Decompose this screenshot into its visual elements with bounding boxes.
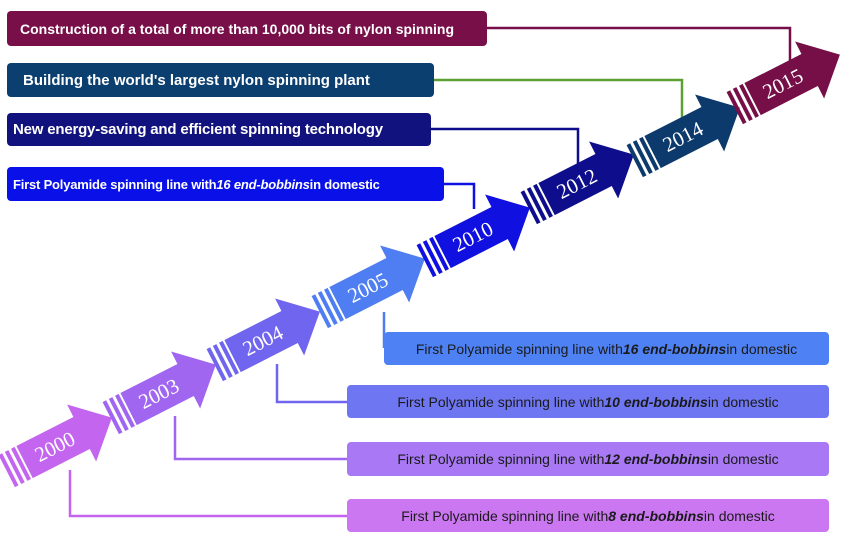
arrow-shape [329, 245, 425, 320]
milestone-text: Construction of a total of more than 10,… [20, 20, 455, 37]
arrow-stripe [639, 136, 659, 171]
milestone-text-before: First Polyamide spinning line with [13, 176, 217, 192]
milestone-text-after: in domestic [309, 176, 380, 192]
milestone-emphasis: 16 end-bobbins [622, 340, 727, 357]
connector-2000 [68, 470, 347, 518]
arrow-stripe [324, 287, 344, 322]
milestone-text-before: First Polyamide spinning line with [401, 507, 609, 524]
arrow-stripe [526, 187, 547, 222]
milestone-text-after: in domestic [703, 507, 775, 524]
milestone-text-after: in domestic [707, 393, 779, 410]
arrow-stripe [4, 450, 25, 485]
arrow-shape [120, 351, 216, 426]
milestone-emphasis: 16 end-bobbins [216, 176, 310, 192]
arrow-stripe [520, 190, 541, 225]
milestone-text: New energy-saving and efficient spinning… [13, 121, 383, 138]
connector-lines [68, 26, 792, 518]
milestone-text-before: First Polyamide spinning line with [415, 340, 623, 357]
arrow-stripe [739, 83, 759, 118]
arrow-stripe [212, 344, 233, 379]
milestone-emphasis: 8 end-bobbins [608, 507, 704, 524]
milestone-label-2005: First Polyamide spinning line with 16 en… [384, 332, 829, 365]
arrow-shape [644, 94, 740, 169]
milestone-text-before: First Polyamide spinning line with [397, 451, 605, 467]
connector-2003 [173, 416, 347, 461]
arrow-stripe [0, 453, 19, 488]
arrow-stripe [115, 393, 135, 428]
arrow-stripe [11, 446, 31, 481]
arrow-shape [744, 41, 840, 116]
arrow-2000: 2000 [0, 404, 112, 488]
arrow-stripe [416, 243, 437, 278]
milestone-emphasis: 10 end-bobbins [604, 393, 708, 410]
connector-2014 [434, 78, 684, 122]
connector-2012 [431, 127, 580, 167]
milestone-label-2014: Building the world's largest nylon spinn… [7, 63, 434, 97]
milestone-label-2004: First Polyamide spinning line with 10 en… [347, 385, 829, 418]
milestone-text-after: in domestic [726, 340, 798, 357]
arrow-stripe [732, 87, 753, 122]
arrow-stripe [533, 183, 553, 218]
arrow-stripe [108, 397, 129, 432]
arrow-shape [224, 298, 320, 373]
arrow-stripe [726, 90, 747, 125]
milestone-emphasis: 12 end-bobbins [604, 451, 708, 467]
arrow-stripe [317, 291, 338, 326]
connector-2015 [487, 26, 792, 62]
arrow-stripe [206, 347, 227, 382]
arrow-stripe [429, 236, 449, 271]
connector-2010 [444, 182, 476, 209]
milestone-label-2010: First Polyamide spinning line with 16 en… [7, 167, 444, 201]
arrow-stripe [102, 400, 123, 435]
arrow-stripe [219, 340, 239, 375]
arrow-stripe [632, 140, 653, 175]
milestone-label-2003: First Polyamide spinning line with 12 en… [347, 442, 829, 476]
arrow-2014: 2014 [626, 94, 740, 178]
arrow-2012: 2012 [520, 141, 634, 225]
milestone-label-2012: New energy-saving and efficient spinning… [7, 113, 431, 146]
arrow-shape [538, 141, 634, 216]
arrow-shape [16, 404, 112, 479]
milestone-label-2015: Construction of a total of more than 10,… [7, 11, 487, 46]
arrow-2015: 2015 [726, 41, 840, 125]
arrow-stripe [422, 240, 443, 275]
milestone-text-after: in domestic [707, 451, 779, 467]
connector-2004 [275, 364, 347, 404]
milestone-text: Building the world's largest nylon spinn… [23, 71, 370, 89]
arrow-shape [434, 194, 530, 269]
arrow-stripe [626, 143, 647, 178]
milestone-label-2000: First Polyamide spinning line with 8 end… [347, 499, 829, 532]
arrow-stripe [311, 294, 332, 329]
milestone-text-before: First Polyamide spinning line with [397, 393, 605, 410]
